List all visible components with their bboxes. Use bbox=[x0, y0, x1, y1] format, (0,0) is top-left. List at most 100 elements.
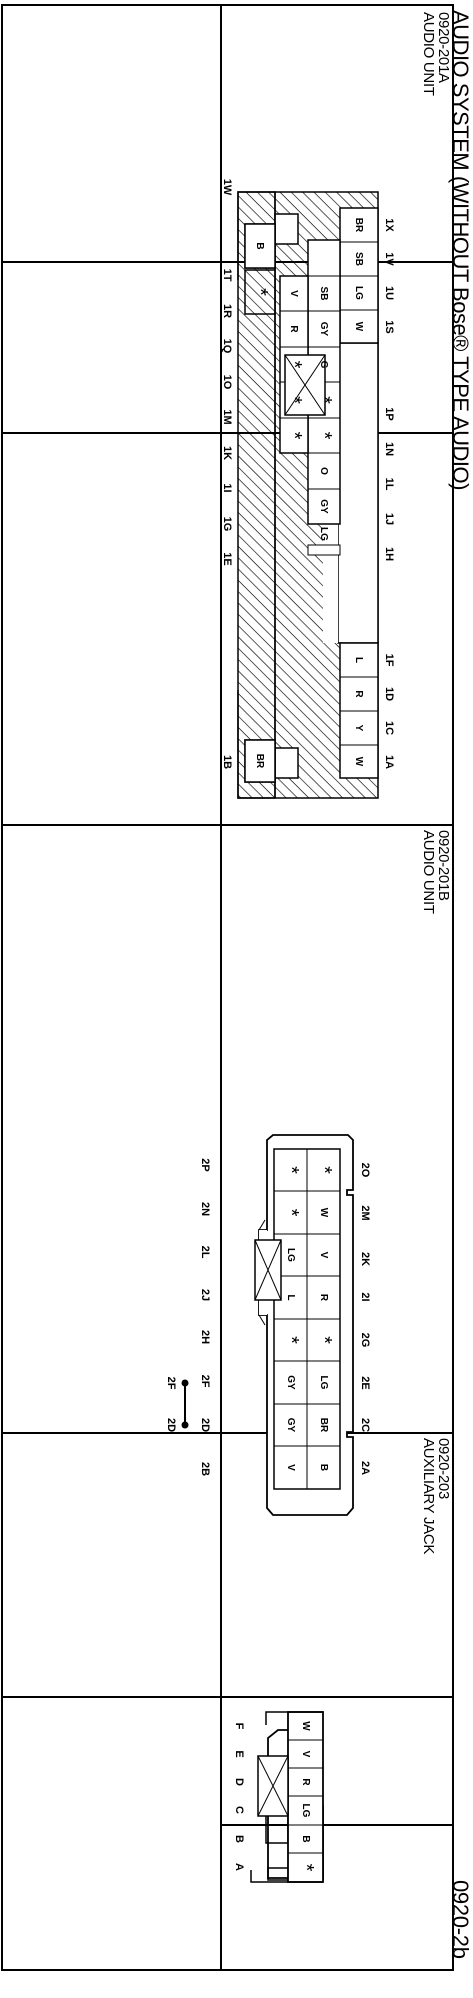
pin-label: 2D bbox=[199, 1417, 211, 1433]
pin-label: 1K bbox=[221, 445, 233, 461]
pin-label: 2L bbox=[199, 1245, 211, 1259]
pin-label: 1C bbox=[383, 720, 395, 736]
wire-cell: * bbox=[280, 1166, 302, 1174]
pin-label: 2C bbox=[359, 1417, 371, 1433]
pin-label: 2A bbox=[359, 1460, 371, 1476]
pin-label: 1U bbox=[383, 285, 395, 301]
pin-label: 2G bbox=[359, 1332, 371, 1348]
wire-cell: * bbox=[313, 1336, 335, 1344]
pin-label: 1X bbox=[383, 218, 395, 232]
pin-label: 2E bbox=[359, 1376, 371, 1390]
pin-label: 2K bbox=[359, 1251, 371, 1267]
wire-cell: W bbox=[353, 756, 365, 767]
pin-label: 1H bbox=[383, 546, 395, 562]
wire-cell: R bbox=[318, 1293, 329, 1302]
connector-code: 0920-201B bbox=[435, 830, 452, 901]
wire-cell: B bbox=[254, 242, 266, 250]
wire-cell: * bbox=[283, 431, 306, 440]
wire-cell: R bbox=[353, 690, 365, 698]
wire-cell: LG bbox=[353, 286, 365, 300]
wire-cell: BR bbox=[353, 217, 365, 233]
pin-label: 1W bbox=[221, 178, 233, 196]
wire-cell: O bbox=[318, 467, 330, 475]
pin-label: 1I bbox=[221, 483, 233, 493]
wire-cell: GY bbox=[285, 1375, 296, 1390]
wire-cell: * bbox=[313, 431, 336, 440]
pin-label: 2F bbox=[199, 1374, 211, 1388]
wire-cell: V bbox=[288, 290, 300, 297]
wire-cell: SB bbox=[353, 252, 365, 266]
wire-cell: * bbox=[313, 1166, 335, 1174]
wire-cell: R bbox=[288, 325, 300, 333]
wire-cell: G bbox=[318, 360, 330, 369]
pin-label: 2O bbox=[359, 1162, 371, 1178]
wire-cell: L bbox=[353, 656, 365, 664]
pin-label: 1S bbox=[383, 320, 395, 334]
pin-label: 1G bbox=[221, 516, 233, 532]
wire-cell: B bbox=[318, 1463, 329, 1472]
wire-cell: * bbox=[313, 396, 336, 404]
pin-label: 1L bbox=[383, 477, 395, 491]
pin-label: 1P bbox=[383, 407, 395, 421]
pin-label: 1A bbox=[383, 754, 395, 770]
pin-label: 1N bbox=[383, 441, 395, 457]
page-code: 0920-2b bbox=[448, 1880, 473, 1959]
wire-cell: B bbox=[300, 1835, 311, 1843]
pin-label: 1E bbox=[221, 552, 233, 566]
pin-label: 1T bbox=[221, 268, 233, 282]
pin-label: A bbox=[233, 1863, 245, 1871]
wire-cell: * bbox=[283, 360, 306, 369]
wire-cell: * bbox=[249, 288, 272, 296]
connector-0920-201A-body bbox=[237, 191, 379, 799]
connector-name: AUDIO UNIT bbox=[420, 830, 437, 914]
wire-cell: Y bbox=[353, 724, 365, 732]
wire-cell: V bbox=[300, 1750, 311, 1758]
wire-cell: * bbox=[280, 1208, 302, 1217]
pin-label: 1D bbox=[383, 686, 395, 702]
wire-cell: L bbox=[285, 1294, 296, 1301]
pin-label: 2J bbox=[199, 1288, 211, 1302]
connector-0920-201B-body bbox=[181, 1134, 354, 1516]
outer-frame bbox=[1, 4, 454, 1971]
connector-code: 0920-203 bbox=[435, 1438, 452, 1499]
pin-label: 1O bbox=[221, 374, 233, 390]
wire-cell: LG bbox=[285, 1248, 296, 1262]
wire-cell: LG bbox=[318, 1375, 329, 1390]
jumper-label: 2F bbox=[165, 1376, 177, 1390]
page-title: AUDIO SYSTEM (WITHOUT Bose® TYPE AUDIO) bbox=[448, 10, 473, 490]
wire-cell: BR bbox=[318, 1417, 329, 1433]
wire-cell: GY bbox=[285, 1417, 296, 1433]
pin-label: 1R bbox=[221, 303, 233, 319]
wire-cell: * bbox=[283, 396, 306, 404]
pin-label: 2H bbox=[199, 1329, 211, 1345]
connector-code: 0920-201A bbox=[435, 12, 452, 83]
wire-cell: W bbox=[300, 1721, 311, 1731]
wire-cell: LG bbox=[300, 1803, 311, 1818]
pin-label: 2N bbox=[199, 1201, 211, 1217]
wire-cell: V bbox=[318, 1251, 329, 1259]
jumper-label: 2D bbox=[165, 1417, 177, 1433]
pin-label: 2M bbox=[359, 1205, 371, 1221]
pin-label: 1Q bbox=[221, 338, 233, 354]
pin-label: 2I bbox=[359, 1292, 371, 1302]
pin-label: 1M bbox=[221, 409, 233, 425]
pin-label: 1V bbox=[383, 252, 395, 266]
pin-label: 2B bbox=[199, 1461, 211, 1477]
pin-label: 2P bbox=[199, 1158, 211, 1172]
wire-cell: W bbox=[353, 321, 365, 332]
wire-cell: GY bbox=[318, 499, 330, 514]
wire-cell: SB bbox=[318, 286, 330, 301]
wire-cell: BR bbox=[254, 753, 266, 769]
wire-cell: * bbox=[295, 1863, 317, 1872]
wire-cell: R bbox=[300, 1778, 311, 1786]
connector-0920-203-body bbox=[250, 1711, 324, 1883]
wire-cell: * bbox=[280, 1336, 302, 1344]
connector-name: AUXILIARY JACK bbox=[420, 1438, 437, 1555]
connector-name: AUDIO UNIT bbox=[420, 12, 437, 96]
wire-cell: LG bbox=[318, 527, 330, 541]
wire-cell: W bbox=[318, 1207, 329, 1218]
pin-label: 1F bbox=[383, 653, 395, 667]
wire-cell: V bbox=[285, 1464, 296, 1471]
